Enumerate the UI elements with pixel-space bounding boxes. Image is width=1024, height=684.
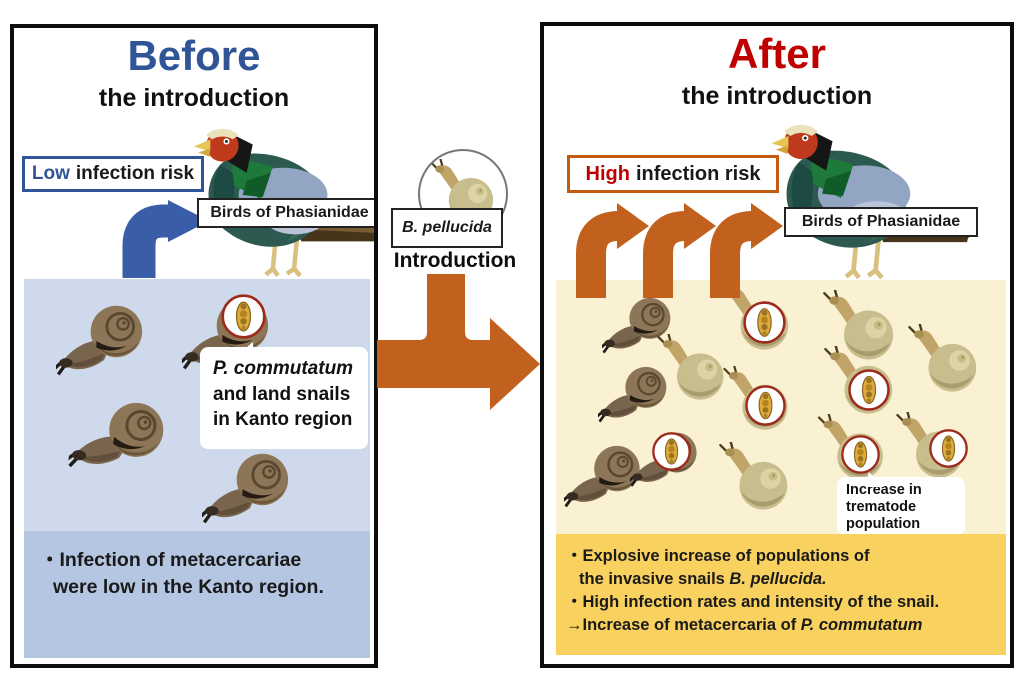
light-snail-icon	[908, 324, 978, 393]
bubble-line: Increase in	[846, 482, 922, 498]
high-risk-text: infection risk	[635, 162, 761, 185]
trematode-circle-icon	[743, 301, 786, 344]
after-habitat-box: Increase in trematode population	[556, 280, 1006, 535]
before-note-box: ・Infection of metacercariae were low in …	[24, 531, 370, 658]
high-risk-box: High infection risk	[567, 155, 779, 193]
bubble-line: in Kanto region	[213, 409, 353, 431]
low-risk-text: infection risk	[75, 163, 195, 184]
b-pellucida-label: B. pellucida	[391, 208, 503, 248]
orange-curved-arrow-icon	[643, 203, 716, 298]
kanto-speech-bubble: P. commutatum and land snails in Kanto r…	[200, 347, 368, 449]
note-line: ・High infection rates and intensity of t…	[566, 593, 940, 612]
note-line: ・Explosive increase of populations of	[566, 547, 870, 565]
trematode-circle-icon	[652, 432, 691, 471]
orange-curved-arrow-icon	[710, 203, 783, 298]
birds-of-phasianidae-label: Birds of Phasianidae	[784, 207, 978, 237]
before-habitat-box: P. commutatum and land snails in Kanto r…	[24, 279, 370, 531]
light-snail-icon	[719, 442, 789, 511]
note-line: ・Infection of metacercariae	[40, 549, 302, 571]
after-note-box: ・Explosive increase of populations of th…	[556, 534, 1006, 655]
birds-of-phasianidae-label: Birds of Phasianidae	[197, 198, 374, 228]
before-title: Before	[127, 32, 261, 79]
trematode-circle-icon	[929, 429, 968, 468]
note-text: →Increase of metacercaria of	[566, 616, 801, 635]
note-text: the invasive snails	[579, 570, 730, 589]
bubble-line: population	[846, 516, 921, 533]
dark-snail-icon	[202, 452, 290, 524]
orange-curved-arrow-icon	[576, 203, 649, 298]
blue-curved-arrow-icon	[122, 200, 209, 278]
b-pellucida-name: B. pellucida.	[729, 570, 827, 589]
before-subtitle: the introduction	[98, 84, 290, 112]
high-risk-highlight: High	[585, 162, 630, 185]
trematode-circle-icon	[745, 385, 786, 426]
note-line: →Increase of metacercaria of P. commutat…	[566, 614, 1006, 637]
introduction-label: Introduction	[393, 249, 517, 272]
low-risk-box: Low infection risk	[22, 156, 204, 192]
trematode-circle-icon	[848, 369, 890, 411]
note-line: the invasive snails B. pellucida.	[566, 568, 1006, 591]
dark-snail-icon	[66, 392, 169, 480]
bubble-line: and land snails	[213, 383, 351, 405]
pheasant-bird-icon	[749, 116, 977, 282]
after-subtitle: the introduction	[681, 82, 873, 110]
p-commutatum-name: P. commutatum	[800, 616, 923, 635]
p-commutatum-name: P. commutatum	[213, 358, 354, 379]
bubble-line: trematode	[846, 499, 917, 516]
low-risk-highlight: Low	[31, 163, 70, 184]
note-line: were low in the Kanto region.	[53, 576, 324, 599]
after-title: After	[727, 30, 826, 77]
before-panel: Before the introduction Low infection ri…	[10, 24, 378, 668]
introduction-merge-arrow-icon	[377, 274, 540, 410]
increase-trematode-bubble: Increase in trematode population	[837, 477, 965, 535]
dark-snail-icon	[56, 304, 144, 377]
after-panel: After the introduction High infection ri…	[540, 22, 1014, 668]
